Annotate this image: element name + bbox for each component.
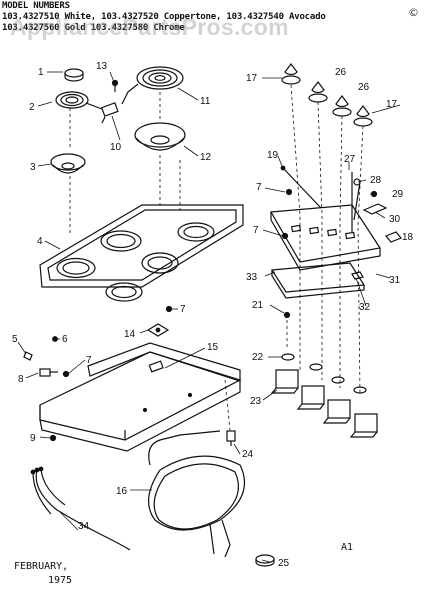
part-13-screw: [111, 79, 119, 92]
part-label-16: 16: [116, 486, 128, 497]
part-5-clip: [23, 351, 33, 361]
part-30-bracket: [362, 203, 388, 215]
part-label-24: 24: [242, 449, 254, 460]
part-label-7c: 7: [256, 182, 262, 193]
part-label-2: 2: [29, 102, 35, 113]
part-label-23: 23: [250, 396, 262, 407]
part-label-11: 11: [200, 96, 211, 107]
part-label-5: 5: [12, 334, 18, 345]
part-label-31: 31: [389, 275, 401, 286]
part-label-6: 6: [62, 334, 68, 345]
leader-lines-right: [224, 84, 364, 431]
part-label-28: 28: [370, 175, 382, 186]
part-17-26-control-knobs: [281, 63, 373, 127]
part-10-receptacle: [100, 102, 119, 124]
part-label-17b: 17: [386, 99, 398, 110]
part-label-27: 27: [344, 154, 356, 165]
part-label-33: 33: [246, 272, 258, 283]
callout-leaders: [17, 71, 401, 563]
part-label-19: 19: [267, 150, 279, 161]
footer-sheet-code: A1: [341, 542, 354, 553]
part-12-large-drip-pan: [134, 122, 186, 151]
part-15-cooktop-body: [39, 342, 242, 452]
part-32-clip: [351, 271, 364, 280]
part-label-9: 9: [30, 433, 36, 444]
part-21-screw: [283, 311, 291, 319]
part-label-30: 30: [389, 214, 401, 225]
watermark-text: AppliancePartsPros.com: [10, 14, 289, 40]
part-number-labels: 1 2 3 4 5 6 7 7 7 7 8 9 10 11 12 13 14 1…: [12, 61, 414, 569]
part-23-infinite-switches: [270, 369, 378, 438]
part-label-25: 25: [278, 558, 290, 569]
model-numbers-title: MODEL NUMBERS: [2, 1, 70, 11]
part-label-22: 22: [252, 352, 264, 363]
part-8-terminal-block: [39, 368, 58, 377]
part-33-panel-housing: [270, 262, 366, 299]
part-16-wire-harness: [148, 430, 246, 558]
part-18-switch: [385, 231, 402, 243]
footer-month: FEBRUARY,: [14, 561, 69, 572]
part-label-34: 34: [78, 521, 90, 532]
part-label-15: 15: [207, 342, 219, 353]
part-19-rod: [280, 165, 322, 209]
part-27-28-indicator-light: [351, 172, 361, 232]
part-label-4: 4: [37, 236, 43, 247]
part-label-8: 8: [18, 374, 24, 385]
part-label-10: 10: [110, 142, 122, 153]
part-2-small-surface-element: [55, 91, 103, 110]
part-14-bracket: [146, 323, 170, 337]
part-label-21: 21: [252, 300, 264, 311]
part-4-cooktop-main-top: [39, 204, 244, 302]
model-numbers-line-1: 103.4327510 White, 103.4327520 Copperton…: [2, 12, 326, 22]
part-label-14: 14: [124, 329, 136, 340]
part-label-26a: 26: [335, 67, 347, 78]
part-control-panel: [270, 204, 381, 271]
leader-lines-left: [69, 92, 181, 235]
part-label-26b: 26: [358, 82, 370, 93]
part-11-large-surface-element: [121, 66, 184, 105]
model-numbers-line-2: 103.4327560 Gold 103.4327580 Chrome: [2, 23, 185, 33]
copyright-mark: ©: [408, 6, 419, 19]
part-label-29: 29: [392, 189, 404, 200]
part-label-18: 18: [402, 232, 414, 243]
footer-year: 1975: [48, 575, 73, 586]
part-label-17a: 17: [246, 73, 258, 84]
part-label-1: 1: [38, 67, 44, 78]
part-9-screw: [49, 434, 57, 442]
part-1-cap: [64, 68, 84, 82]
part-25-grommet: [255, 554, 275, 567]
part-24-wire-clip: [226, 430, 236, 446]
part-label-3: 3: [30, 162, 36, 173]
part-3-small-drip-pan: [50, 153, 86, 174]
part-label-7d: 7: [253, 225, 259, 236]
part-label-13: 13: [96, 61, 108, 72]
part-label-7a: 7: [86, 355, 92, 366]
part-label-32: 32: [359, 302, 371, 313]
part-34-wire-leads: [30, 466, 131, 551]
part-label-12: 12: [200, 152, 212, 163]
part-label-7b: 7: [180, 304, 186, 315]
part-7-screws: [62, 188, 293, 378]
